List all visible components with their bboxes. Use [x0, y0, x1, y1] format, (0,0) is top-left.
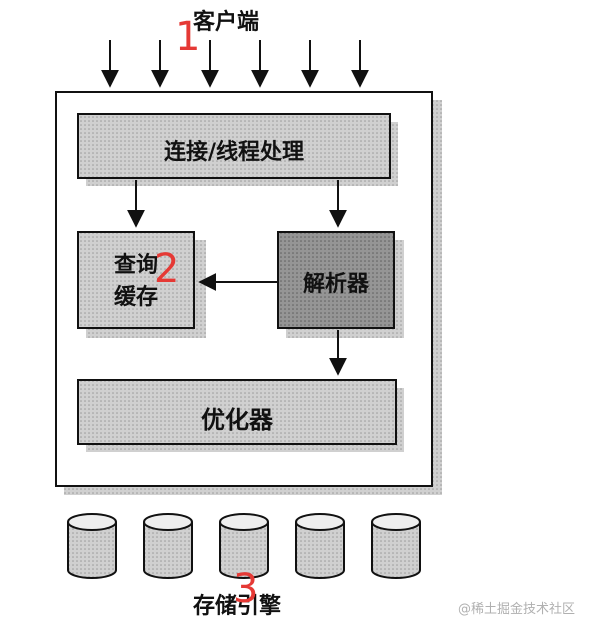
flow-arrows	[127, 180, 347, 376]
cylinder-1	[67, 513, 117, 579]
client-label: 客户端	[193, 10, 260, 35]
cylinder-2	[143, 513, 193, 579]
optimizer-label: 优化器	[201, 406, 273, 434]
client-arrows	[101, 40, 369, 88]
connection-box	[77, 113, 391, 179]
marker-1: 1	[175, 14, 201, 60]
storage-cylinders	[67, 513, 421, 579]
cylinder-5	[371, 513, 421, 579]
query-cache-label: 查询 缓存	[78, 250, 194, 314]
query-cache-line2: 缓存	[113, 285, 158, 310]
parser-label: 解析器	[302, 272, 369, 297]
optimizer-box	[77, 379, 397, 445]
query-cache-line1: 查询	[113, 253, 158, 278]
watermark: @稀土掘金技术社区	[458, 602, 576, 617]
cylinder-4	[295, 513, 345, 579]
storage-engine-label: 存储引擎	[193, 594, 282, 619]
cache-box	[77, 231, 195, 329]
connection-label: 连接/线程处理	[163, 140, 305, 165]
parser-box	[277, 231, 395, 329]
marker-2: 2	[154, 246, 180, 292]
cylinder-3	[219, 513, 269, 579]
marker-3: 3	[233, 566, 259, 612]
